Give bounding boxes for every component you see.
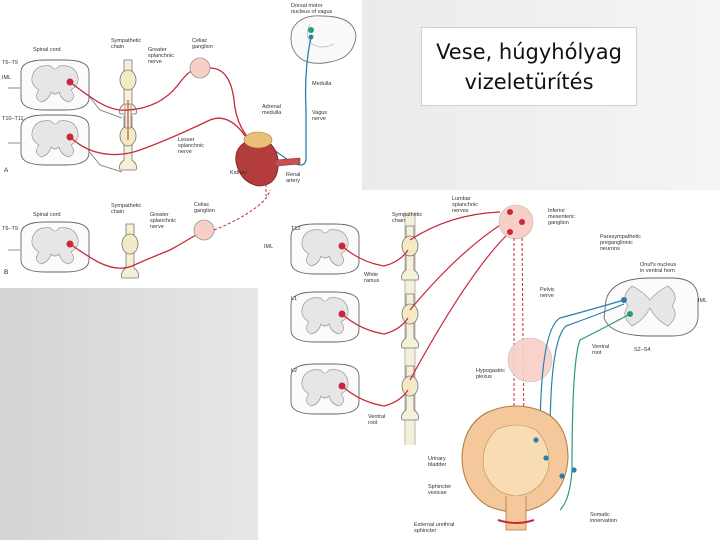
label-sympathetic-chain-c: Sympathetic chain [392, 212, 423, 224]
spinal-cord-segment [20, 114, 90, 166]
label-renal-artery: Renal artery [286, 172, 301, 184]
label-vagus-nerve: Vagus nerve [312, 110, 328, 122]
label-panel-b: B [4, 269, 9, 276]
label-external-urethral: External urethral sphincter [414, 522, 455, 534]
spinal-cord-segment [20, 221, 90, 273]
inferior-mesenteric-ganglion [498, 204, 534, 240]
sympathetic-ganglion [401, 225, 419, 281]
slide-title-line-2: vizeletürítés [464, 69, 594, 94]
celiac-ganglion [189, 57, 211, 79]
spinal-cord-segment [290, 223, 360, 275]
hypogastric-plexus [507, 337, 553, 383]
label-l2: L2 [291, 368, 298, 374]
label-dorsal-motor-nucleus: Dorsal motor nucleus of vagus [291, 3, 333, 15]
label-t6-t9-b: T6–T9 [2, 226, 18, 232]
spinal-cord-segment [290, 363, 360, 415]
label-medulla: Medulla [312, 81, 332, 87]
label-iml-c-right: IML [698, 298, 708, 304]
label-onufs-nucleus: Onuf's nucleus in ventral horn [640, 262, 677, 274]
label-s2-s4: S2–S4 [634, 347, 651, 353]
label-urinary-bladder: Urinary bladder [428, 456, 447, 468]
label-greater-splanchnic: Greater splanchnic nerve [148, 47, 174, 65]
label-l1: L1 [291, 296, 298, 302]
adrenal-gland [243, 131, 273, 149]
label-inferior-mesenteric: Inferior mesenteric ganglion [548, 208, 575, 226]
label-celiac-ganglion-b: Celiac ganglion [194, 202, 215, 214]
sympathetic-ganglion [401, 365, 419, 421]
label-celiac-ganglion: Celiac ganglion [192, 38, 213, 50]
label-iml-c-left: IML [264, 244, 274, 250]
label-ventral-root-right: Ventral root [592, 344, 610, 356]
label-white-ramus: White ramus [364, 272, 380, 284]
spinal-cord-segment [20, 59, 90, 111]
celiac-ganglion [193, 219, 215, 241]
label-iml-a: IML [2, 75, 12, 81]
label-t12: T12 [291, 226, 301, 232]
label-parasympathetic-neurons: Parasympathetic preganglionic neurons [600, 234, 641, 252]
medulla-shape [290, 15, 357, 64]
label-sympathetic-chain: Sympathetic chain [111, 38, 142, 50]
panel-c-drawing [290, 204, 699, 531]
slide-title-box: Vese, húgyhólyag vizeletürítés [421, 27, 637, 106]
label-lumbar-splanchnic: Lumbar splanchnic nerves [452, 196, 478, 214]
label-ventral-root-left: Ventral root [368, 414, 386, 426]
label-somatic-innervation: Somatic innervation [590, 512, 617, 524]
label-t10-t11: T10–T11 [2, 116, 24, 122]
slide-title-line-1: Vese, húgyhólyag [436, 39, 622, 64]
label-sphincter-vesicae: Sphincter vesicae [428, 484, 452, 496]
label-adrenal-medulla: Adrenal medulla [262, 104, 282, 116]
label-greater-splanchnic-b: Greater splanchnic nerve [150, 212, 176, 230]
spinal-cord-segment [290, 291, 360, 343]
label-t6-t9-a: T6–T9 [2, 60, 18, 66]
label-panel-a: A [4, 167, 9, 174]
label-spinal-cord-b: Spinal cord [33, 212, 61, 218]
label-sympathetic-chain-b: Sympathetic chain [111, 203, 142, 215]
panel-b-drawing [8, 189, 271, 279]
sympathetic-ganglion [121, 223, 139, 279]
label-kidney: Kidney [230, 170, 247, 176]
label-hypogastric-plexus: Hypogastric plexus [476, 368, 506, 380]
label-spinal-cord: Spinal cord [33, 47, 61, 53]
label-lesser-splanchnic: Lesser splanchnic nerve [178, 137, 204, 155]
panel-a-drawing [8, 15, 357, 196]
label-pelvic-nerve: Pelvic nerve [540, 287, 555, 299]
